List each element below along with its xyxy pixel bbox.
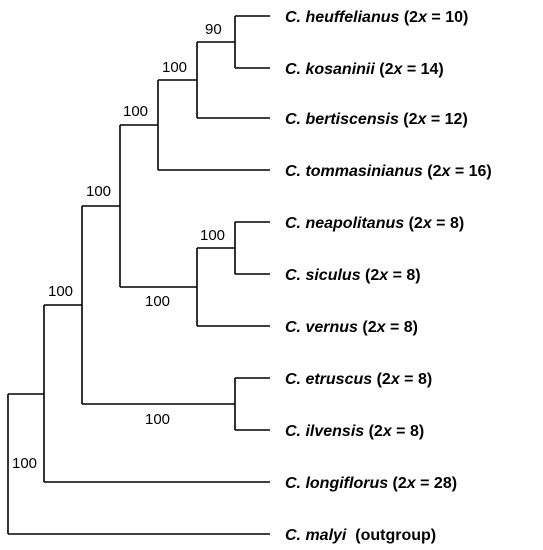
support-values: 90 100 100 100 100 100 100 100 100: [12, 21, 225, 472]
taxon-label-kosaninii: C. kosaninii (2x = 14): [285, 61, 444, 78]
taxon-label-etruscus: C. etruscus (2x = 8): [285, 371, 432, 388]
taxon-label-siculus: C. siculus (2x = 8): [285, 267, 421, 284]
support-neapolitanus-siculus: 100: [200, 227, 225, 244]
support-ingroup: 100: [12, 455, 37, 472]
support-main-clade: 100: [86, 183, 111, 200]
support-heuffelianus-kosaninii: 90: [205, 21, 222, 38]
support-ingroup-sub: 100: [48, 283, 73, 300]
taxon-label-tommasinianus: C. tommasinianus (2x = 16): [285, 163, 492, 180]
taxon-label-vernus: C. vernus (2x = 8): [285, 319, 418, 336]
support-plus-bertiscensis: 100: [162, 59, 187, 76]
taxon-label-neapolitanus: C. neapolitanus (2x = 8): [285, 215, 464, 232]
taxon-label-malyi: C. malyi (outgroup): [285, 527, 436, 544]
taxon-label-heuffelianus: C. heuffelianus (2x = 10): [285, 9, 468, 26]
support-plus-tommasinianus: 100: [123, 103, 148, 120]
support-etruscus-ilvensis: 100: [145, 411, 170, 428]
taxon-labels: C. heuffelianus (2x = 10) C. kosaninii (…: [285, 9, 492, 544]
taxon-label-ilvensis: C. ilvensis (2x = 8): [285, 423, 424, 440]
taxon-label-bertiscensis: C. bertiscensis (2x = 12): [285, 111, 468, 128]
taxon-label-longiflorus: C. longiflorus (2x = 28): [285, 475, 457, 492]
support-plus-vernus: 100: [145, 293, 170, 310]
branches: [7, 15, 270, 535]
